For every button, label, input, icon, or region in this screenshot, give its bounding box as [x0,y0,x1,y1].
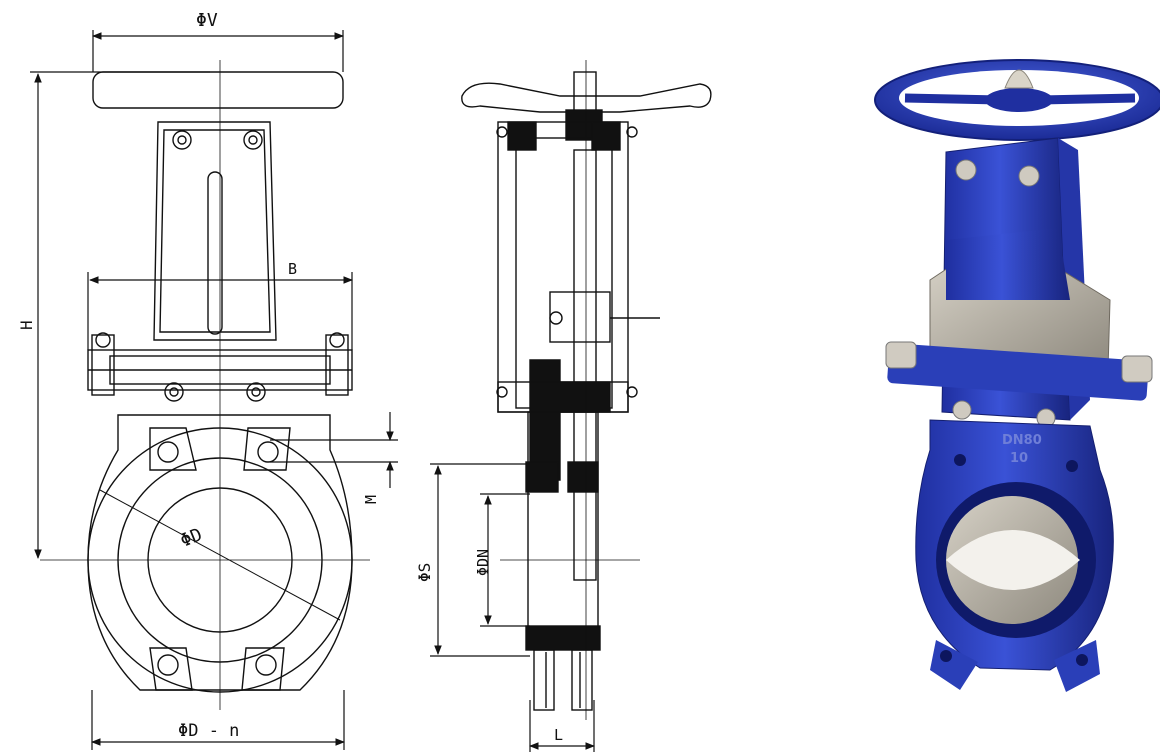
bolt-icon [164,130,266,402]
dim-bolt-size: M [362,495,380,504]
valve-body [87,414,353,691]
side-view [461,60,712,720]
side-dimensions [430,463,595,752]
dim-handwheel-diameter: ΦV [196,10,218,31]
dim-bolt-spec: ΦD - n [178,721,239,741]
bolt-icon [496,126,638,398]
handwheel-outline [92,71,344,109]
dim-body-width: B [288,260,297,278]
dim-seat-diameter: ΦS [415,563,434,582]
front-view [40,60,370,710]
dim-flange-pcd: ΦD [177,524,205,552]
body-marking-size: DN80 [1002,433,1042,448]
body-marking-pressure: 10 [1010,451,1028,466]
stem-slot [207,171,223,335]
yoke [153,121,277,341]
dim-height: H [17,320,36,330]
dim-nominal-diameter: ΦDN [474,549,492,576]
dim-face-length: L [554,726,563,744]
front-dimensions [30,30,398,750]
valve-photo: DN80 10 [874,59,1160,692]
side-handwheel [461,82,712,113]
